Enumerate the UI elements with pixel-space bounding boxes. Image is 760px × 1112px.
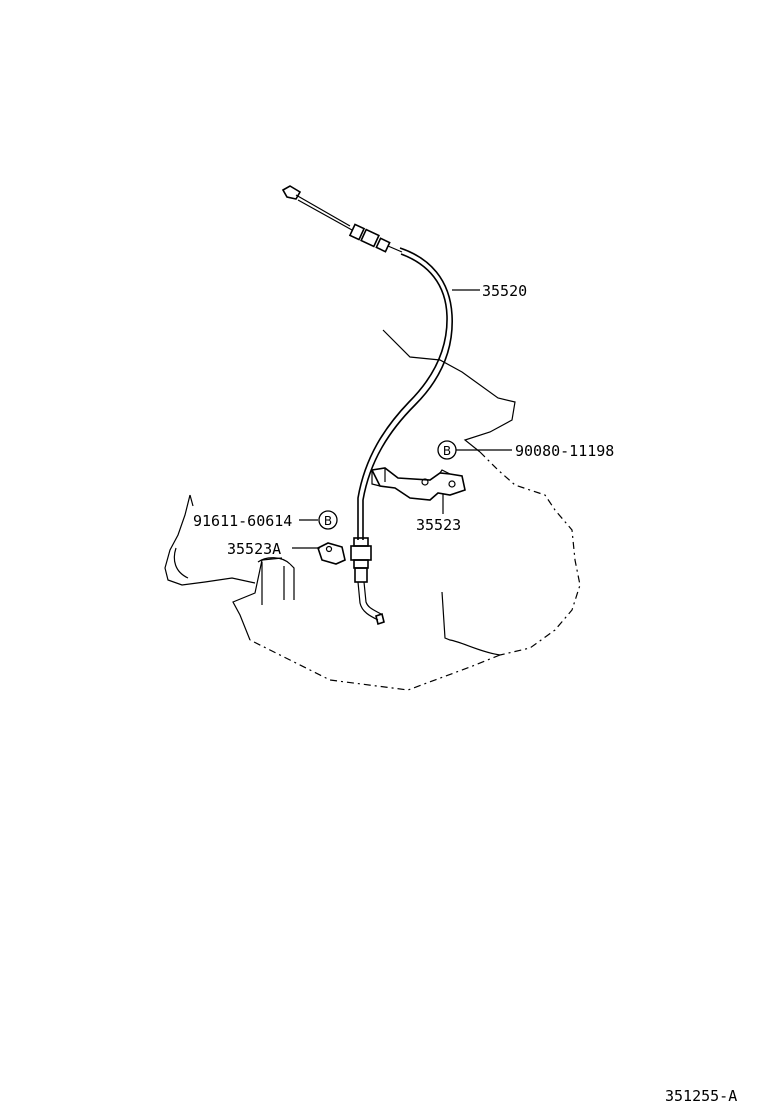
leader-lines bbox=[292, 289, 512, 549]
svg-text:B: B bbox=[324, 514, 332, 528]
transmission-outline bbox=[164, 329, 581, 691]
cable-clamp bbox=[317, 542, 346, 565]
throttle-cable bbox=[281, 185, 453, 626]
label-cable-bracket: 35523 bbox=[416, 516, 461, 534]
label-bolt-lower: 91611-60614 bbox=[193, 512, 292, 530]
cable-bracket bbox=[370, 467, 466, 501]
label-throttle-cable: 35520 bbox=[482, 282, 527, 300]
figure-id: 351255-A bbox=[665, 1087, 737, 1105]
bolt-lower-marker: B bbox=[318, 510, 338, 530]
bolt-upper-marker: B bbox=[437, 440, 457, 460]
label-bolt-upper: 90080-11198 bbox=[515, 442, 614, 460]
svg-text:B: B bbox=[443, 444, 451, 458]
label-cable-clamp: 35523A bbox=[227, 540, 281, 558]
